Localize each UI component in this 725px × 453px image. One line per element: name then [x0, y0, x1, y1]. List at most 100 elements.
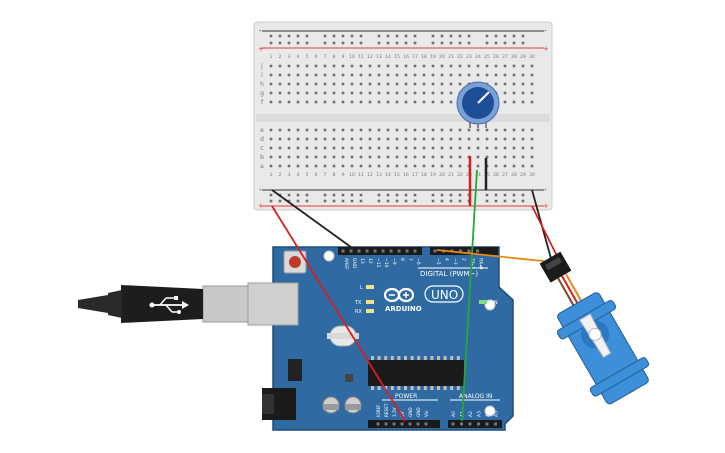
mounting-hole — [484, 405, 496, 417]
header-pin — [451, 422, 455, 426]
rail-hole — [377, 41, 381, 45]
terminal-hole — [521, 82, 525, 86]
chip-leg — [417, 356, 421, 360]
terminal-hole — [485, 64, 489, 68]
header-pin — [413, 249, 417, 253]
wire-servo-power — [531, 205, 561, 263]
terminal-hole — [350, 155, 354, 159]
wires — [271, 156, 561, 422]
terminal-hole — [395, 82, 399, 86]
terminal-hole — [377, 64, 381, 68]
row-letter: h — [260, 81, 264, 88]
column-number: 22 — [457, 54, 463, 60]
column-number: 1 — [270, 54, 273, 60]
pin-label: 5V — [400, 411, 405, 417]
terminal-hole — [512, 137, 516, 141]
rail-hole — [431, 199, 435, 203]
rail-hole — [305, 193, 309, 197]
terminal-hole — [449, 64, 453, 68]
terminal-hole — [386, 64, 390, 68]
column-number: 2 — [279, 54, 282, 60]
terminal-hole — [494, 128, 498, 132]
terminal-hole — [512, 64, 516, 68]
terminal-hole — [368, 64, 372, 68]
column-number: 15 — [394, 54, 400, 60]
terminal-hole — [341, 100, 345, 104]
column-number: 11 — [358, 54, 364, 60]
rail-hole — [341, 193, 345, 197]
terminal-hole — [449, 128, 453, 132]
terminal-hole — [530, 155, 534, 159]
terminal-hole — [476, 155, 480, 159]
terminal-hole — [332, 164, 336, 168]
terminal-hole — [296, 146, 300, 150]
terminal-hole — [431, 91, 435, 95]
pin-label: GND — [351, 258, 357, 269]
terminal-hole — [395, 100, 399, 104]
atmega-chip-legs — [371, 356, 460, 390]
header-pin — [408, 422, 412, 426]
terminal-hole — [467, 137, 471, 141]
terminal-hole — [449, 91, 453, 95]
mounting-hole — [323, 250, 335, 262]
terminal-hole — [287, 155, 291, 159]
led-l — [366, 285, 374, 289]
rail-hole — [377, 193, 381, 197]
rail-hole — [341, 41, 345, 45]
uno-badge — [424, 285, 464, 303]
servo-motor[interactable] — [539, 251, 657, 410]
terminal-hole — [278, 155, 282, 159]
potentiometer[interactable] — [456, 81, 500, 128]
terminal-hole — [278, 128, 282, 132]
analog-header — [448, 420, 502, 428]
terminal-hole — [404, 100, 408, 104]
terminal-hole — [359, 137, 363, 141]
header-pin — [376, 422, 380, 426]
rail-hole — [404, 193, 408, 197]
terminal-hole — [485, 146, 489, 150]
chip-leg — [404, 386, 407, 390]
rail-hole — [386, 193, 390, 197]
led-rx-label: RX — [355, 309, 362, 315]
brand-label: ARDUINO — [385, 305, 422, 313]
header-pin — [467, 249, 471, 253]
terminal-hole — [377, 164, 381, 168]
column-number: 8 — [333, 172, 336, 178]
terminal-hole — [359, 128, 363, 132]
terminal-hole — [431, 64, 435, 68]
rail-hole — [386, 41, 390, 45]
column-number: 22 — [457, 172, 463, 178]
usb-cable — [78, 282, 299, 326]
terminal-hole — [413, 82, 417, 86]
terminal-hole — [296, 137, 300, 141]
terminal-hole — [476, 164, 480, 168]
terminal-hole — [323, 164, 327, 168]
terminal-hole — [494, 64, 498, 68]
terminal-hole — [305, 100, 309, 104]
terminal-hole — [422, 128, 426, 132]
rail-hole — [395, 34, 399, 38]
usb-icon — [149, 296, 189, 314]
terminal-hole — [386, 91, 390, 95]
terminal-hole — [305, 64, 309, 68]
chip-leg — [437, 356, 440, 360]
terminal-hole — [377, 82, 381, 86]
top-rail-plus-sign: + — [258, 45, 264, 53]
terminal-hole — [530, 73, 534, 77]
column-number: 1 — [270, 172, 273, 178]
terminal-hole — [485, 155, 489, 159]
header-pin — [477, 422, 480, 426]
led-on — [479, 300, 487, 304]
chip-leg — [404, 356, 407, 360]
terminal-hole — [386, 155, 390, 159]
header-pin — [349, 249, 353, 253]
rail-hole — [395, 41, 399, 45]
rail-hole — [395, 199, 399, 203]
rail-hole — [440, 41, 444, 45]
reset-button[interactable] — [289, 256, 301, 268]
terminal-hole — [368, 82, 372, 86]
rail-hole — [296, 34, 300, 38]
column-number: 27 — [502, 54, 508, 60]
terminal-hole — [530, 91, 534, 95]
